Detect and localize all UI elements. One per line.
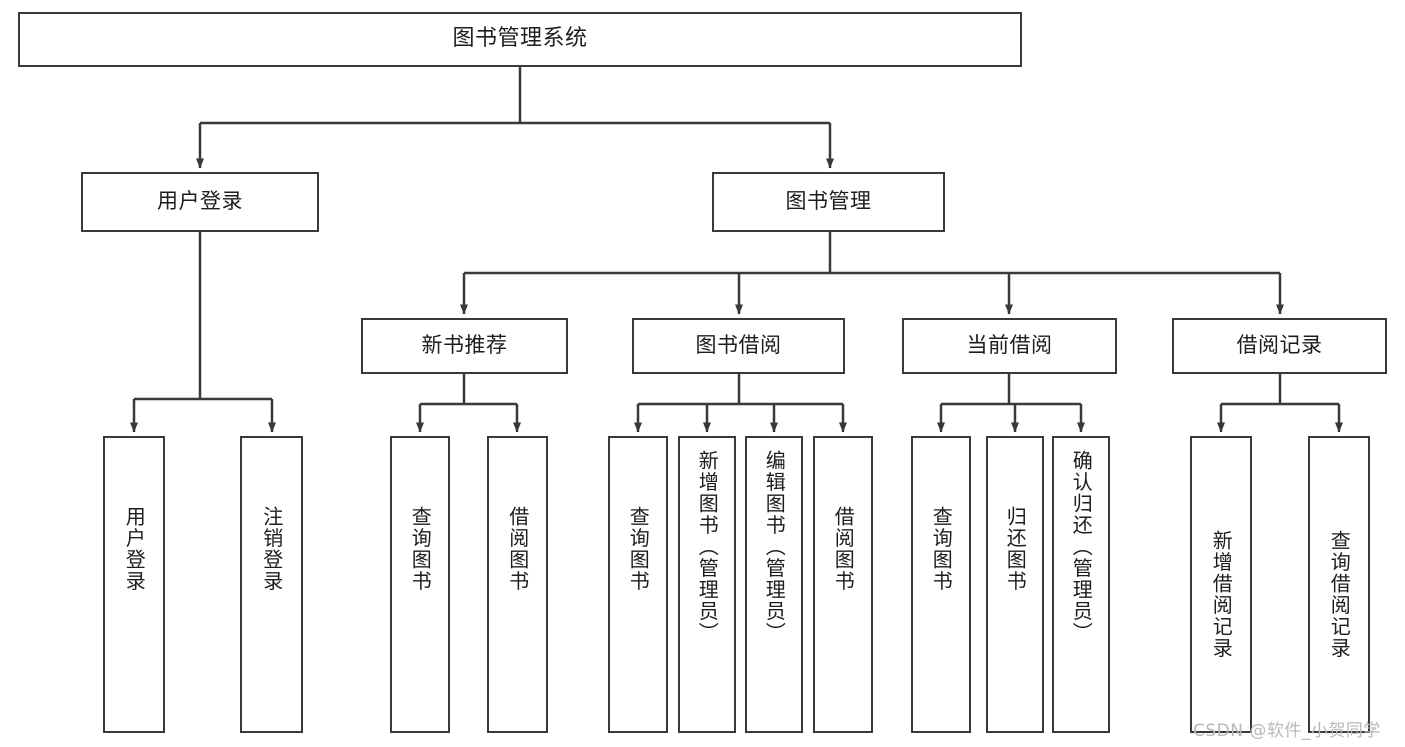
node-current-borrow-label: 当前借阅 bbox=[966, 333, 1053, 358]
node-borrow-records[interactable]: 借阅记录 bbox=[1172, 318, 1387, 374]
node-borrow-records-label: 借阅记录 bbox=[1236, 333, 1323, 358]
node-book-management-label: 图书管理 bbox=[785, 189, 872, 214]
leaf-edit-book-admin[interactable]: 编辑图书（管理员） bbox=[745, 436, 803, 733]
leaf-label: 新增图书（管理员） bbox=[695, 450, 720, 644]
leaf-label: 借阅图书 bbox=[505, 506, 530, 592]
node-new-book-recommend-label: 新书推荐 bbox=[421, 333, 508, 358]
node-current-borrow[interactable]: 当前借阅 bbox=[902, 318, 1117, 374]
leaf-return-book[interactable]: 归还图书 bbox=[986, 436, 1044, 733]
node-book-borrow-label: 图书借阅 bbox=[695, 333, 782, 358]
leaf-label: 注销登录 bbox=[259, 506, 284, 592]
leaf-borrow-book-new[interactable]: 借阅图书 bbox=[487, 436, 548, 733]
node-new-book-recommend[interactable]: 新书推荐 bbox=[361, 318, 568, 374]
node-user-login-label: 用户登录 bbox=[157, 189, 243, 214]
leaf-label: 查询图书 bbox=[929, 506, 954, 592]
leaf-confirm-return-admin[interactable]: 确认归还（管理员） bbox=[1052, 436, 1110, 733]
leaf-add-book-admin[interactable]: 新增图书（管理员） bbox=[678, 436, 736, 733]
leaf-query-book-new[interactable]: 查询图书 bbox=[390, 436, 450, 733]
leaf-label: 用户登录 bbox=[122, 506, 147, 592]
node-user-login[interactable]: 用户登录 bbox=[81, 172, 319, 232]
leaf-label: 查询借阅记录 bbox=[1327, 530, 1352, 659]
csdn-watermark: CSDN @软件_小贺同学 bbox=[1193, 721, 1381, 741]
leaf-label: 新增借阅记录 bbox=[1209, 530, 1234, 659]
leaf-label: 编辑图书（管理员） bbox=[762, 450, 787, 644]
leaf-logout[interactable]: 注销登录 bbox=[240, 436, 303, 733]
node-root-label: 图书管理系统 bbox=[452, 26, 588, 52]
leaf-query-book-borrow[interactable]: 查询图书 bbox=[608, 436, 668, 733]
leaf-label: 归还图书 bbox=[1003, 506, 1028, 592]
leaf-label: 查询图书 bbox=[626, 506, 651, 592]
leaf-query-book-current[interactable]: 查询图书 bbox=[911, 436, 971, 733]
leaf-label: 借阅图书 bbox=[831, 506, 856, 592]
node-book-management[interactable]: 图书管理 bbox=[712, 172, 945, 232]
node-book-borrow[interactable]: 图书借阅 bbox=[632, 318, 845, 374]
leaf-borrow-book[interactable]: 借阅图书 bbox=[813, 436, 873, 733]
node-root[interactable]: 图书管理系统 bbox=[18, 12, 1022, 67]
leaf-label: 查询图书 bbox=[408, 506, 433, 592]
leaf-label: 确认归还（管理员） bbox=[1069, 450, 1094, 644]
leaf-user-login[interactable]: 用户登录 bbox=[103, 436, 165, 733]
leaf-query-borrow-record[interactable]: 查询借阅记录 bbox=[1308, 436, 1370, 733]
leaf-add-borrow-record[interactable]: 新增借阅记录 bbox=[1190, 436, 1252, 733]
